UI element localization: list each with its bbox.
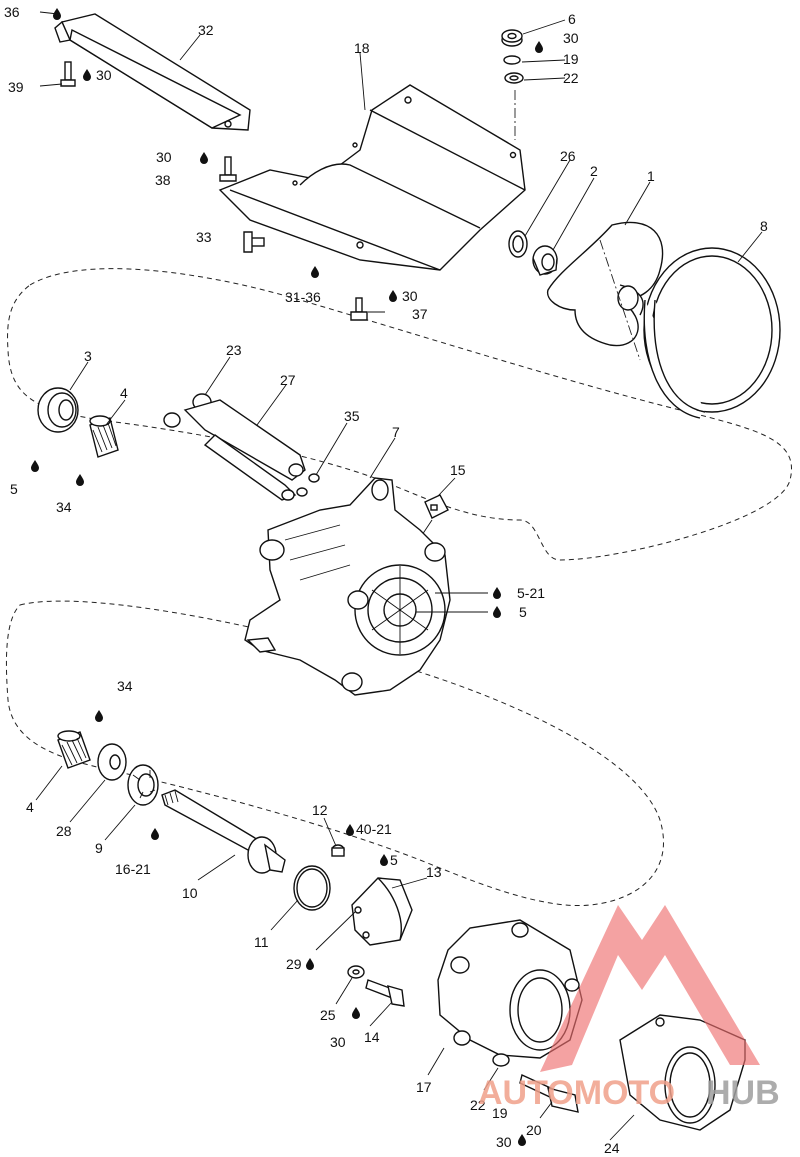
lock-washer-19	[503, 55, 521, 65]
nut-6	[501, 29, 523, 47]
callout-2: 2	[590, 163, 598, 179]
callout-5: 5	[519, 604, 527, 620]
washer-22b	[492, 1053, 510, 1067]
callout-34: 34	[117, 678, 133, 694]
callout-28: 28	[56, 823, 72, 839]
watermark-text-right: HUB	[706, 1074, 780, 1112]
callout-32: 32	[198, 22, 214, 38]
support-bracket-32	[54, 13, 251, 131]
callout-24: 24	[604, 1140, 620, 1156]
screw-38	[219, 156, 237, 182]
callout-34: 34	[56, 499, 72, 515]
callout-30: 30	[496, 1134, 512, 1150]
callout-12: 12	[312, 802, 328, 818]
callout-5-21: 5-21	[517, 585, 545, 601]
callout-18: 18	[354, 40, 370, 56]
screw-39	[60, 61, 76, 87]
plug-12	[331, 844, 345, 857]
callout-7: 7	[392, 424, 400, 440]
watermark-logo: AUTOMOTO HUB	[478, 905, 780, 1112]
callout-33: 33	[196, 229, 212, 245]
callout-36: 36	[4, 4, 20, 20]
callout-30: 30	[402, 288, 418, 304]
callout-29: 29	[286, 956, 302, 972]
callout-labels: 36 32 39 30 30 38 33 18 6 30 19 22 26 2 …	[4, 4, 768, 1156]
callout-11: 11	[254, 934, 269, 950]
wear-ring-8	[643, 247, 781, 419]
cover-13	[351, 877, 413, 946]
shaft-27	[183, 399, 306, 501]
screw-14	[365, 979, 405, 1007]
oring-11	[293, 865, 331, 911]
callout-30: 30	[96, 67, 112, 83]
venturi-17	[437, 919, 583, 1059]
pump-housing-7	[244, 477, 451, 696]
callout-25: 25	[320, 1007, 336, 1023]
callout-4: 4	[26, 799, 34, 815]
screw-20	[519, 1074, 579, 1113]
callout-40-21: 40-21	[356, 821, 392, 837]
callout-31-36: 31-36	[285, 289, 321, 305]
callout-37: 37	[412, 306, 428, 322]
needle-bearing-4b	[57, 730, 91, 769]
callout-4: 4	[120, 385, 128, 401]
callout-14: 14	[364, 1029, 380, 1045]
nozzle-24	[619, 1014, 746, 1131]
impeller-1	[546, 221, 664, 361]
washer-28	[97, 743, 127, 781]
callout-9: 9	[95, 840, 103, 856]
callout-23: 23	[226, 342, 242, 358]
callout-27: 27	[280, 372, 296, 388]
thrust-ring-9	[127, 764, 159, 806]
callout-8: 8	[760, 218, 768, 234]
callout-3: 3	[84, 348, 92, 364]
oring-35	[296, 473, 320, 497]
callout-5: 5	[10, 481, 18, 497]
callout-10: 10	[182, 885, 198, 901]
callout-22: 22	[563, 70, 579, 86]
callout-35: 35	[344, 408, 360, 424]
callout-15: 15	[450, 462, 466, 478]
callout-16-21: 16-21	[115, 861, 151, 877]
callout-17: 17	[416, 1079, 432, 1095]
callout-30: 30	[563, 30, 579, 46]
callout-6: 6	[568, 11, 576, 27]
callout-1: 1	[647, 168, 655, 184]
callout-22: 22	[470, 1097, 486, 1113]
washer-22	[504, 72, 524, 84]
callout-38: 38	[155, 172, 171, 188]
callout-19: 19	[563, 51, 579, 67]
seal-26	[508, 230, 528, 258]
callout-26: 26	[560, 148, 576, 164]
callout-39: 39	[8, 79, 24, 95]
sleeve-2	[532, 245, 558, 276]
callout-30: 30	[330, 1034, 346, 1050]
drive-shaft-10	[161, 789, 286, 874]
callout-30: 30	[156, 149, 172, 165]
needle-bearing-4a	[89, 415, 119, 458]
callout-13: 13	[426, 864, 442, 880]
watermark-triangle-icon	[540, 905, 760, 1072]
watermark-text-left: AUTOMOTO	[478, 1074, 675, 1112]
washer-25	[347, 965, 365, 979]
screw-33	[243, 231, 265, 253]
callout-5: 5	[390, 852, 398, 868]
callout-20: 20	[526, 1122, 542, 1138]
leader-lines	[35, 11, 763, 1141]
screw-37	[350, 297, 368, 321]
callout-19: 19	[492, 1105, 508, 1121]
ride-plate-18	[218, 84, 526, 271]
insert-15	[424, 494, 449, 519]
seal-3	[37, 387, 79, 433]
